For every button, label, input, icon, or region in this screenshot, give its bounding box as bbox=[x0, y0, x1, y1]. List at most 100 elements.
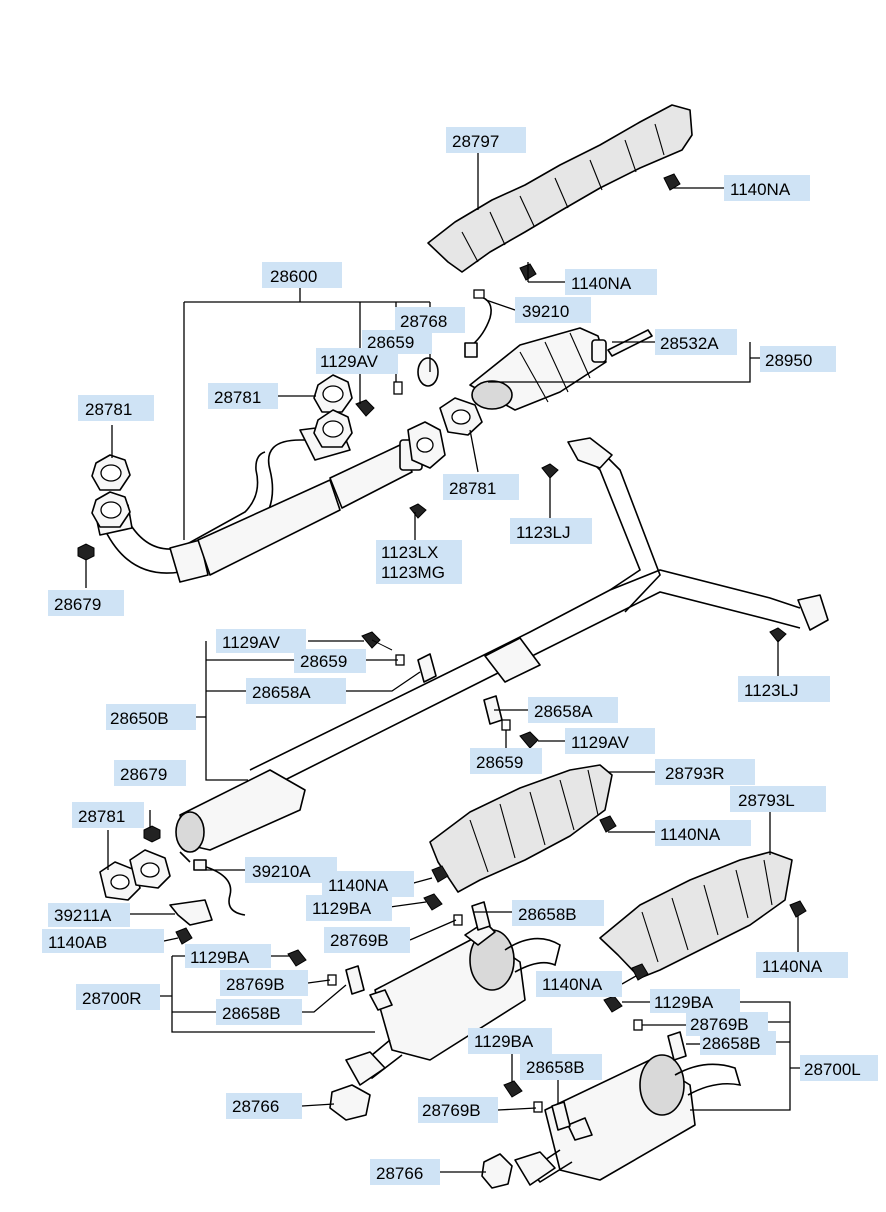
front-pipe bbox=[94, 424, 423, 583]
label-28769B-a: 28769B bbox=[330, 931, 389, 950]
center-pipe bbox=[175, 437, 829, 863]
label-1123LJ-b: 1123LJ bbox=[744, 681, 799, 700]
rubber-28769B-a bbox=[453, 914, 463, 926]
label-1140NA-c: 1140NA bbox=[660, 825, 721, 844]
gasket-converter bbox=[439, 397, 483, 436]
gasket-28766-upper bbox=[329, 1084, 371, 1121]
bolt-1129BA-muffler-r-lower bbox=[287, 949, 307, 967]
gasket-lower-left bbox=[99, 849, 171, 901]
muffler-right bbox=[345, 921, 561, 1086]
rubber-28769B-c bbox=[633, 1019, 643, 1031]
label-1129BA-a: 1129BA bbox=[312, 899, 372, 918]
label-1129AV-b: 1129AV bbox=[222, 633, 281, 652]
heat-shield-right bbox=[429, 764, 613, 893]
label-28769B-c: 28769B bbox=[690, 1015, 749, 1034]
bolt-1129BA-muffler-r-upper bbox=[423, 893, 443, 911]
label-1140NA-b: 1140NA bbox=[571, 274, 632, 293]
label-28658B-c: 28658B bbox=[702, 1034, 761, 1053]
gasket-front bbox=[91, 454, 131, 528]
label-28793L: 28793L bbox=[738, 791, 795, 810]
label-1129AV-a: 1129AV bbox=[320, 352, 379, 371]
label-28797: 28797 bbox=[452, 132, 499, 151]
label-1140NA-e: 1140NA bbox=[762, 957, 823, 976]
bolt-1123LJ-upper bbox=[541, 463, 559, 479]
upper-heat-shield bbox=[427, 104, 693, 273]
hanger-28658A-upper bbox=[417, 653, 437, 683]
label-28679-b: 28679 bbox=[120, 765, 167, 784]
flange-connector bbox=[407, 421, 446, 469]
label-1123LJ-a: 1123LJ bbox=[516, 523, 571, 542]
label-28781-b: 28781 bbox=[85, 400, 132, 419]
label-28600: 28600 bbox=[270, 267, 317, 286]
bolt-1140NA-shield-l-right bbox=[789, 900, 807, 918]
rubber-28769B-d bbox=[533, 1101, 543, 1113]
label-28658B-b: 28658B bbox=[222, 1004, 281, 1023]
label-1140AB: 1140AB bbox=[48, 933, 107, 952]
label-28659-c: 28659 bbox=[476, 753, 523, 772]
oxygen-sensor-rear bbox=[193, 859, 246, 916]
label-1129AV-c: 1129AV bbox=[571, 733, 630, 752]
label-1129BA-b: 1129BA bbox=[190, 948, 250, 967]
label-28700L: 28700L bbox=[804, 1060, 861, 1079]
label-1129BA-c: 1129BA bbox=[654, 993, 714, 1012]
label-28659-a: 28659 bbox=[367, 333, 414, 352]
nut-28679-lower bbox=[143, 825, 161, 843]
label-39210: 39210 bbox=[522, 302, 569, 321]
bolt-1129BA-muffler-l-upper bbox=[603, 995, 623, 1013]
label-28532A: 28532A bbox=[660, 334, 719, 353]
rubber-28659-lower bbox=[501, 719, 511, 731]
nut-28679-top bbox=[77, 543, 95, 561]
label-28768: 28768 bbox=[400, 312, 447, 331]
hanger-28658B-b bbox=[345, 965, 365, 995]
label-28650B: 28650B bbox=[110, 709, 169, 728]
label-39211A: 39211A bbox=[54, 906, 112, 925]
label-28658A-a: 28658A bbox=[252, 683, 311, 702]
label-1140NA-f: 1140NA bbox=[542, 975, 603, 994]
bolt-1129AV-mid bbox=[361, 631, 393, 651]
hanger-28768 bbox=[417, 357, 439, 387]
bolt-1123LX bbox=[409, 503, 427, 519]
label-28781-c: 28781 bbox=[449, 479, 496, 498]
label-28769B-d: 28769B bbox=[422, 1101, 481, 1120]
label-28781-a: 28781 bbox=[214, 388, 261, 407]
bracket-39211A bbox=[169, 899, 213, 926]
label-28766-b: 28766 bbox=[376, 1164, 423, 1183]
label-1140NA-a: 1140NA bbox=[730, 180, 791, 199]
label-28793R: 28793R bbox=[665, 764, 725, 783]
gasket-28766-lower bbox=[481, 1153, 513, 1189]
catalytic-converter bbox=[469, 327, 607, 411]
bolt-1140NA-shield-r-left bbox=[431, 865, 449, 883]
bolt-1129AV-top bbox=[355, 399, 375, 417]
label-28950: 28950 bbox=[765, 351, 812, 370]
bolt-1140NA-shield-right bbox=[663, 173, 681, 191]
bolt-1140NA-shield-r-right bbox=[599, 815, 617, 833]
label-39210A: 39210A bbox=[252, 862, 311, 881]
label-28766-a: 28766 bbox=[232, 1097, 279, 1116]
label-28659-b: 28659 bbox=[300, 652, 347, 671]
label-28658A-b: 28658A bbox=[534, 702, 593, 721]
bolt-1129BA-muffler-l-lower bbox=[503, 1080, 523, 1098]
label-1140NA-d: 1140NA bbox=[328, 876, 389, 895]
stud bbox=[607, 329, 653, 357]
hanger-28658B-d bbox=[551, 1101, 571, 1131]
oxygen-sensor bbox=[464, 289, 492, 358]
hanger-28658B-a bbox=[471, 901, 491, 931]
rubber-28659-top bbox=[393, 381, 403, 395]
label-28769B-b: 28769B bbox=[226, 975, 285, 994]
label-1123LX: 1123LX bbox=[381, 543, 438, 562]
label-28781-d: 28781 bbox=[78, 807, 125, 826]
label-28700R: 28700R bbox=[82, 989, 142, 1008]
gasket-manifold bbox=[313, 374, 353, 448]
part-labels: 28797 1140NA 1140NA 28600 39210 28768 28… bbox=[42, 127, 878, 1185]
muffler-left bbox=[514, 1054, 742, 1186]
hanger-28658B-c bbox=[667, 1031, 687, 1061]
bolt-1123LJ-lower bbox=[769, 627, 787, 643]
bolt-1129AV-lower bbox=[519, 731, 539, 749]
label-28658B-a: 28658B bbox=[518, 905, 577, 924]
label-1123MG: 1123MG bbox=[381, 563, 445, 582]
label-28658B-d: 28658B bbox=[526, 1058, 585, 1077]
label-1129BA-d: 1129BA bbox=[474, 1032, 534, 1051]
bolt-1140AB bbox=[175, 927, 193, 945]
leader-lines bbox=[85, 152, 800, 1173]
